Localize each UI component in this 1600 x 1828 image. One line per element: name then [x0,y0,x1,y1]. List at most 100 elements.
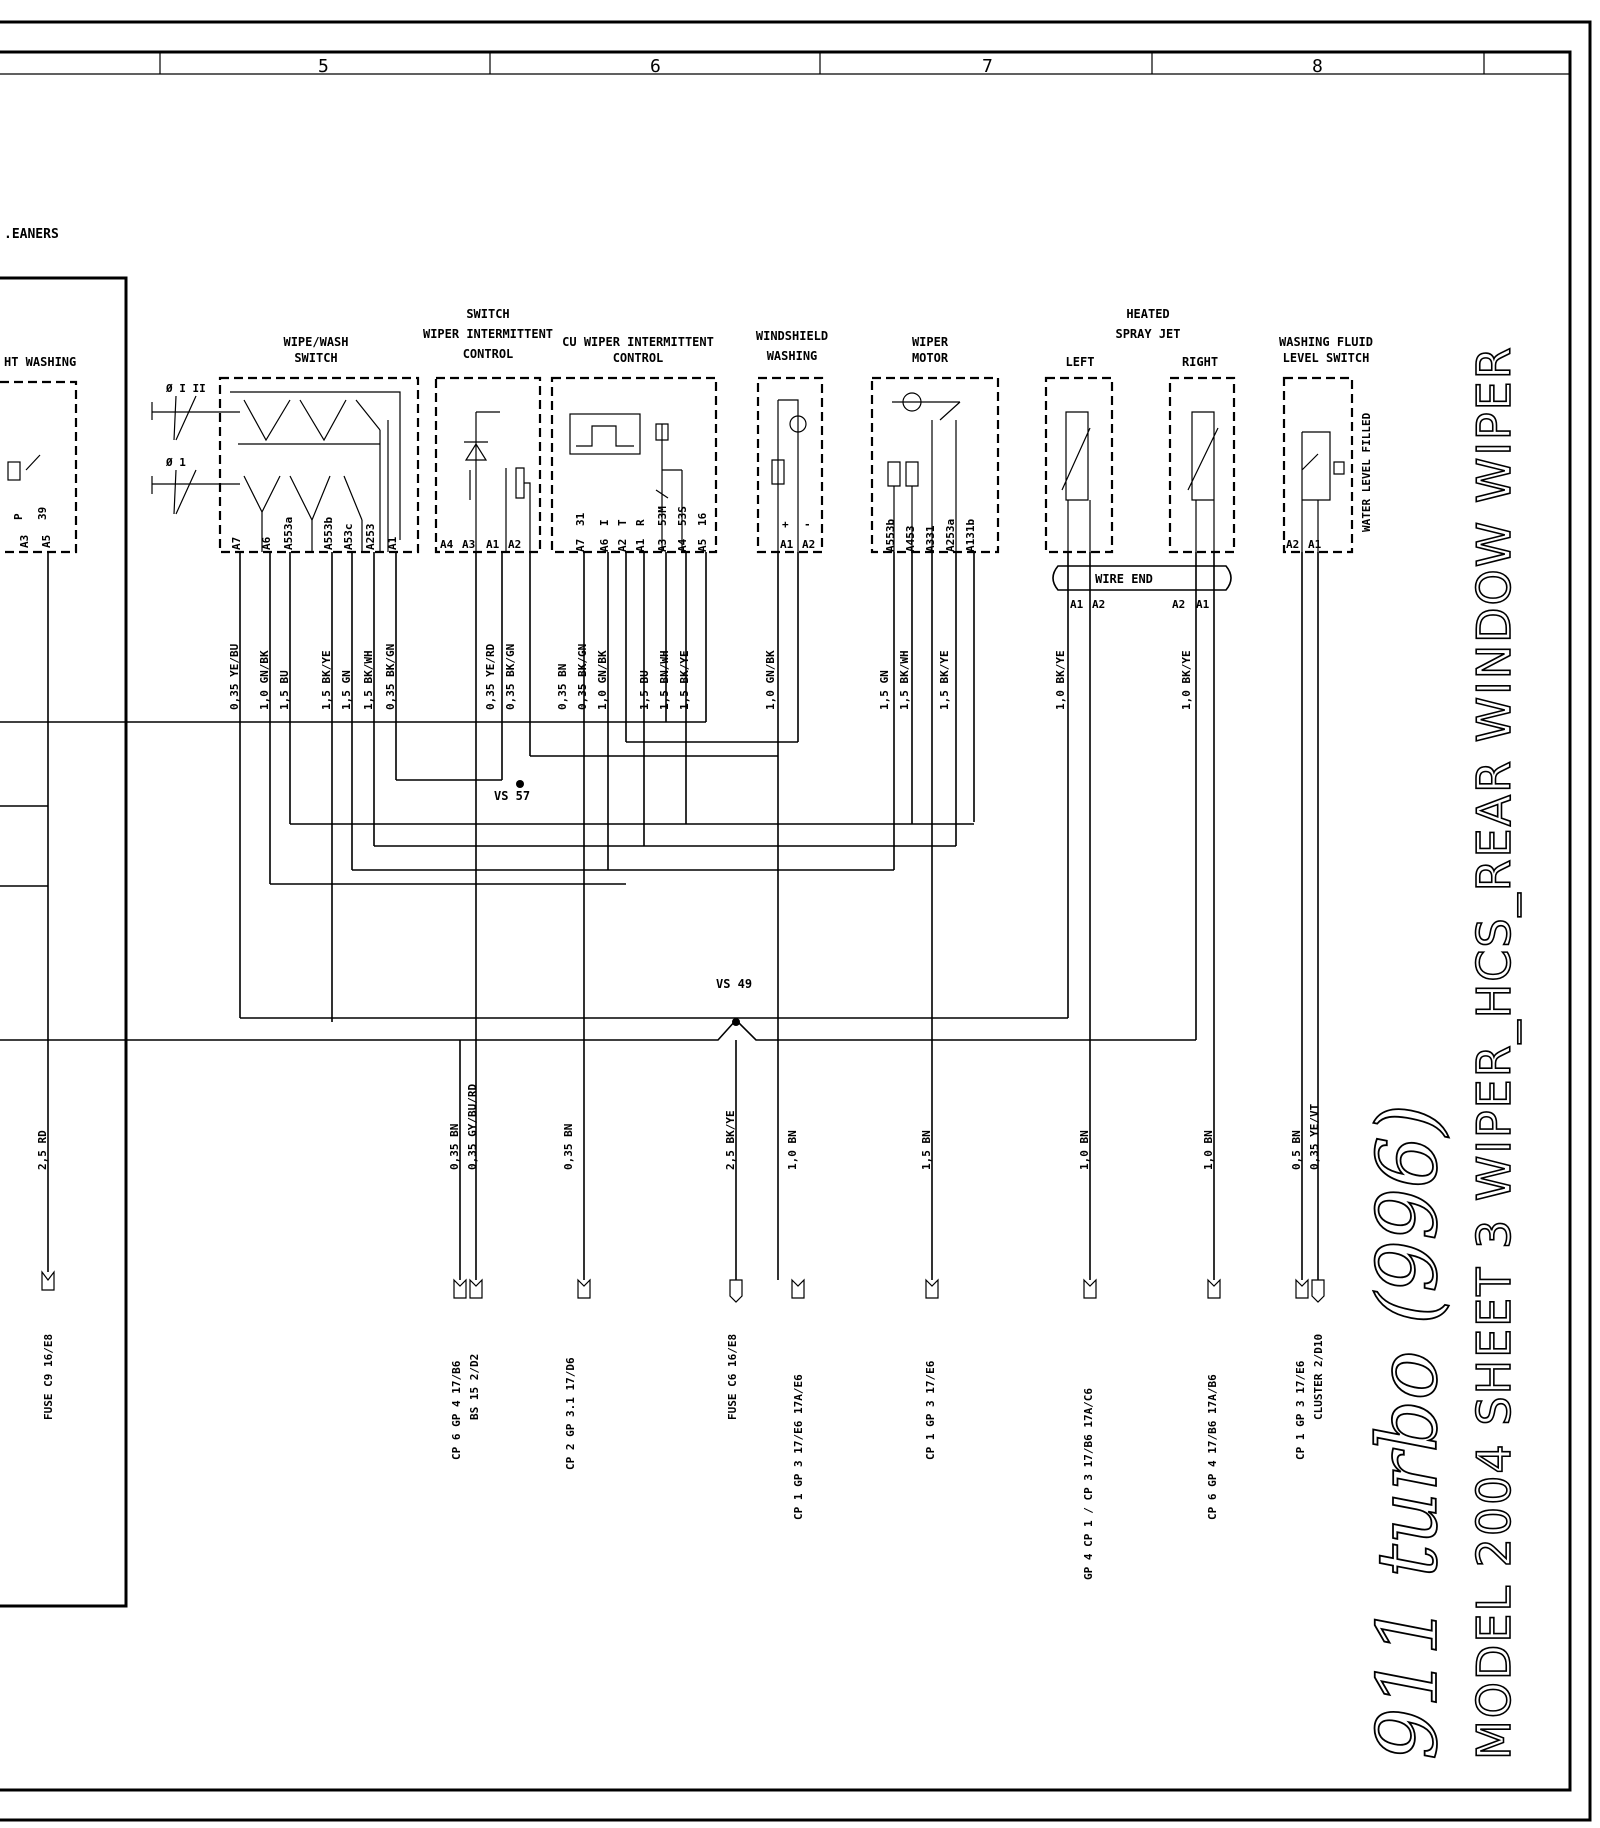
left-pin-top-39: 39 [36,507,49,520]
left-pin-a3: A3 [18,535,31,548]
upper-wire-label: 0,35 BK/GN [384,644,397,710]
connector-reference: CP 6 GP 4 17/B6 17A/B6 [1206,1374,1219,1520]
lower-wire-label: 0,35 BN [562,1124,575,1170]
wipe-wash-pin-a253: A253 [364,524,377,551]
upper-wire-label: 1,5 BK/WH [898,650,911,710]
connector-reference: CP 2 GP 3.1 17/D6 [564,1357,577,1470]
upper-wire-label: 0,35 BK/GN [576,644,589,710]
cu-interval-pin-a1: A1 [634,538,647,552]
lower-wire-label: 1,0 BN [1078,1130,1091,1170]
switch-interval-label-2: WIPER INTERMITTENT [423,327,553,341]
washer-pump-plus: + [782,518,789,531]
sheet-title: MODEL 2004 SHEET 3 WIPER_HCS_REAR WINDOW… [1467,345,1521,1760]
cu-interval-pin-top-i: I [598,519,611,526]
upper-wire-runs: VS 57 VS 49 [0,552,1319,1280]
cu-interval-label-1: CU WIPER INTERMITTENT [562,335,714,349]
splice-vs57-dot [516,780,524,788]
upper-wire-label: 1,5 BU [638,670,651,710]
cu-interval-pin-a4: A4 [676,538,689,552]
wiper-motor-label-2: MOTOR [912,351,949,365]
spray-jet-label-1: HEATED [1126,307,1169,321]
cu-interval-pin-a2: A2 [616,539,629,552]
spray-jet-label-2: SPRAY JET [1115,327,1180,341]
wiper-motor-pin-a331: A331 [924,525,937,552]
windshield-washing-pump: WINDSHIELD WASHING + - A1 A2 [756,329,828,554]
switch-interval-label-3: CONTROL [463,347,514,361]
lower-wire-label: 0,35 GY/BU/RD [466,1084,479,1170]
upper-wire-label: 1,5 GN [340,670,353,710]
washing-fluid-level-switch: WASHING FLUID LEVEL SWITCH WATER LEVEL F… [1279,335,1373,554]
cu-interval-pin-a6: A6 [598,538,611,552]
wipe-wash-pin-a7: A7 [230,537,243,550]
wipe-wash-pin-a553b: A553b [322,517,335,550]
cu-interval-pin-a5: A5 [696,539,709,552]
upper-wire-label: 1,0 BK/YE [1054,650,1067,710]
left-module-fragment: .EANERS HT WASHING P 39 A3 A5 [0,227,128,1608]
upper-wire-label: 1,5 BK/YE [678,650,691,710]
lower-wire-label: 1,0 BN [786,1130,799,1170]
lower-wire-label: 1,0 BN [1202,1130,1215,1170]
upper-wire-label: 0,35 YE/BU [228,643,241,710]
sheet-frame: 5 6 7 8 [0,20,1592,1822]
cu-interval-pin-top-r: R [634,519,647,526]
cu-interval-pin-a7: A7 [574,539,587,552]
wiper-motor-pin-a453: A453 [904,526,917,553]
connector-reference: GP 4 CP 1 / CP 3 17/B6 17A/C6 [1082,1388,1095,1580]
upper-wire-label: 1,5 BK/YE [938,650,951,710]
wipe-wash-label-1: WIPE/WASH [283,335,348,349]
spray-jet-right-pin-a2: A2 [1172,598,1185,611]
spray-jet-right-pin-a1: A1 [1196,598,1210,611]
wiper-motor: WIPER MOTOR A553b A453 A331 A253a A131b [870,335,1000,554]
cu-interval-pin-a3: A3 [656,539,669,552]
fluid-switch-side-label: WATER LEVEL FILLED [1360,412,1373,532]
cu-interval-label-2: CONTROL [613,351,664,365]
wire-end-label: WIRE END [1095,572,1153,586]
connector-terminals [41,1040,1325,1303]
lower-wire-label: 2,5 BK/YE [724,1110,737,1170]
lower-wire-label: 2,5 RD [36,1130,49,1170]
wipe-wash-pin-a6: A6 [260,536,273,550]
switch-interval-control: SWITCH WIPER INTERMITTENT CONTROL A4 A3 … [423,307,553,554]
washer-pump-label-2: WASHING [767,349,818,363]
upper-wire-label: 1,5 BN/WH [658,650,671,710]
splice-vs57-label: VS 57 [494,789,530,803]
model-script-logo: 911 turbo (996) [1361,1104,1456,1760]
upper-wire-label: 0,35 BN [556,664,569,710]
spray-jet-left-pin-a2: A2 [1092,598,1105,611]
heated-spray-jet: HEATED SPRAY JET LEFT RIGHT WIRE END A1 … [1044,307,1236,611]
fluid-switch-label-2: LEVEL SWITCH [1283,351,1370,365]
cu-interval-pin-top-t: T [616,519,629,526]
lower-wire-labels: 2,5 RD 0,35 BN 0,35 GY/BU/RD 0,35 BN 2,5… [36,1084,1321,1170]
connector-reference: BS 15 2/D2 [468,1354,481,1420]
grid-column-5: 5 [318,56,329,77]
upper-wire-label: 1,0 GN/BK [258,650,271,710]
grid-column-8: 8 [1312,56,1323,77]
upper-wire-label: 0,35 YE/RD [484,643,497,710]
upper-wire-label: 1,5 BK/YE [320,650,333,710]
lower-wire-label: 1,5 BN [920,1130,933,1170]
wire-end-pill [1052,565,1232,591]
switch-interval-pin-a4: A4 [440,538,454,551]
splice-vs49-label: VS 49 [716,977,752,991]
left-pin-a5: A5 [40,535,53,548]
wipe-wash-pin-a553a: A553a [282,517,295,550]
splice-vs49-dot [732,1018,740,1026]
left-module-label: HT WASHING [4,355,76,369]
connector-reference: CLUSTER 2/D10 [1312,1334,1325,1420]
cu-interval-control: CU WIPER INTERMITTENT CONTROL 31 I T R 5… [550,335,718,554]
wiper-motor-pin-a553b: A553b [884,519,897,552]
switch-interval-pin-a1: A1 [486,538,500,551]
connector-reference: FUSE C6 16/E8 [726,1334,739,1420]
washer-pump-pin-a1: A1 [780,538,794,551]
connector-reference: CP 1 GP 3 17/E6 17A/E6 [792,1374,805,1520]
wipe-wash-symbol-2: Ø 1 [165,456,186,469]
fluid-switch-label-1: WASHING FLUID [1279,335,1373,349]
fluid-switch-pin-a2: A2 [1286,538,1299,551]
grid-column-6: 6 [650,56,661,77]
cu-interval-pin-top-31: 31 [574,512,587,526]
lower-wire-label: 0,5 BN [1290,1130,1303,1170]
washer-pump-pin-a2: A2 [802,538,815,551]
lower-wire-label: 0,35 BN [448,1124,461,1170]
cu-interval-pin-top-16: 16 [696,512,709,526]
